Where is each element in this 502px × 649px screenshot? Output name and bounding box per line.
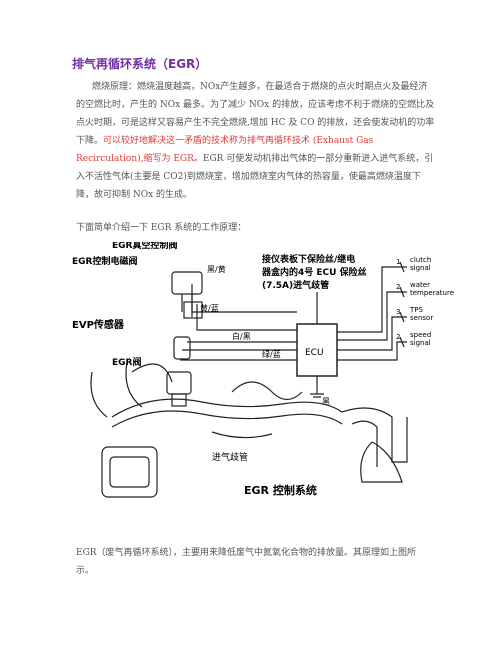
egr-control-diagram: EGR真空控制阀 EGR控制电磁阀 EVP传感器 EGR阀 黑/黄 黄/蓝 白/… bbox=[72, 242, 454, 498]
diagram-caption: EGR 控制系统 bbox=[244, 483, 317, 497]
wire-white-black-label: 白/黑 bbox=[232, 331, 251, 341]
highlighted-text: 可以较好地解决这一矛盾的技术称为排气再循环技术 (Exhaust Gas Rec… bbox=[76, 136, 374, 164]
paragraph-text: 燃烧原理：燃烧温度越高，NOx产生越多，在最适合于燃烧的点火时期点火及最经济的空… bbox=[76, 82, 435, 146]
signal-3-line1: TPS bbox=[409, 306, 423, 314]
intro-line: 下面简单介绍一下 EGR 系统的工作原理： bbox=[76, 223, 247, 233]
signal-1-line2: signal bbox=[410, 264, 431, 272]
signal-4-line1: speed bbox=[410, 331, 431, 339]
egr-vacuum-valve-label: EGR真空控制阀 bbox=[112, 242, 177, 251]
summary-paragraph: EGR（废气再循环系统），主要用来降低废气中氮氧化合物的排放量。其原理如上图所示… bbox=[76, 548, 417, 576]
signal-3-number: 3 bbox=[396, 308, 400, 316]
fuse-note-line2: 器盒内的4号 ECU 保险丝 bbox=[261, 266, 367, 278]
page-title: 排气再循环系统（EGR） bbox=[72, 57, 208, 71]
fuse-note-line3: (7.5A)进气歧管 bbox=[262, 279, 329, 291]
fuse-note-line1: 接仪表板下保险丝/继电 bbox=[262, 253, 355, 265]
signal-2-line2: temperature bbox=[410, 289, 454, 297]
signal-4-number: 2 bbox=[396, 333, 400, 341]
wire-yellow-blue-label: 黄/蓝 bbox=[200, 303, 219, 313]
egr-valve-label: EGR阀 bbox=[112, 356, 141, 368]
evp-sensor-label: EVP传感器 bbox=[72, 318, 125, 331]
signal-4-line2: signal bbox=[410, 339, 431, 347]
wire-black-label: 黑 bbox=[322, 397, 330, 406]
signal-1-line1: clutch bbox=[410, 256, 431, 264]
wire-green-blue-label: 绿/蓝 bbox=[262, 349, 281, 359]
intake-manifold-label: 进气歧管 bbox=[212, 451, 248, 463]
signal-3-line2: sensor bbox=[410, 314, 433, 322]
egr-solenoid-label: EGR控制电磁阀 bbox=[72, 255, 137, 267]
signal-2-line1: water bbox=[410, 281, 430, 289]
signal-1-number: 1 bbox=[396, 258, 400, 266]
principle-paragraph: 燃烧原理：燃烧温度越高，NOx产生越多，在最适合于燃烧的点火时期点火及最经济的空… bbox=[76, 78, 436, 204]
signal-2-number: 2 bbox=[396, 283, 400, 291]
wire-black-yellow-label: 黑/黄 bbox=[207, 264, 226, 274]
ecu-label: ECU bbox=[305, 348, 324, 358]
paragraph-text-continued: 。EGR 可使发动机排出气体的一部分重新进入进气系统，引入不活性气体(主要是 C… bbox=[76, 154, 434, 200]
